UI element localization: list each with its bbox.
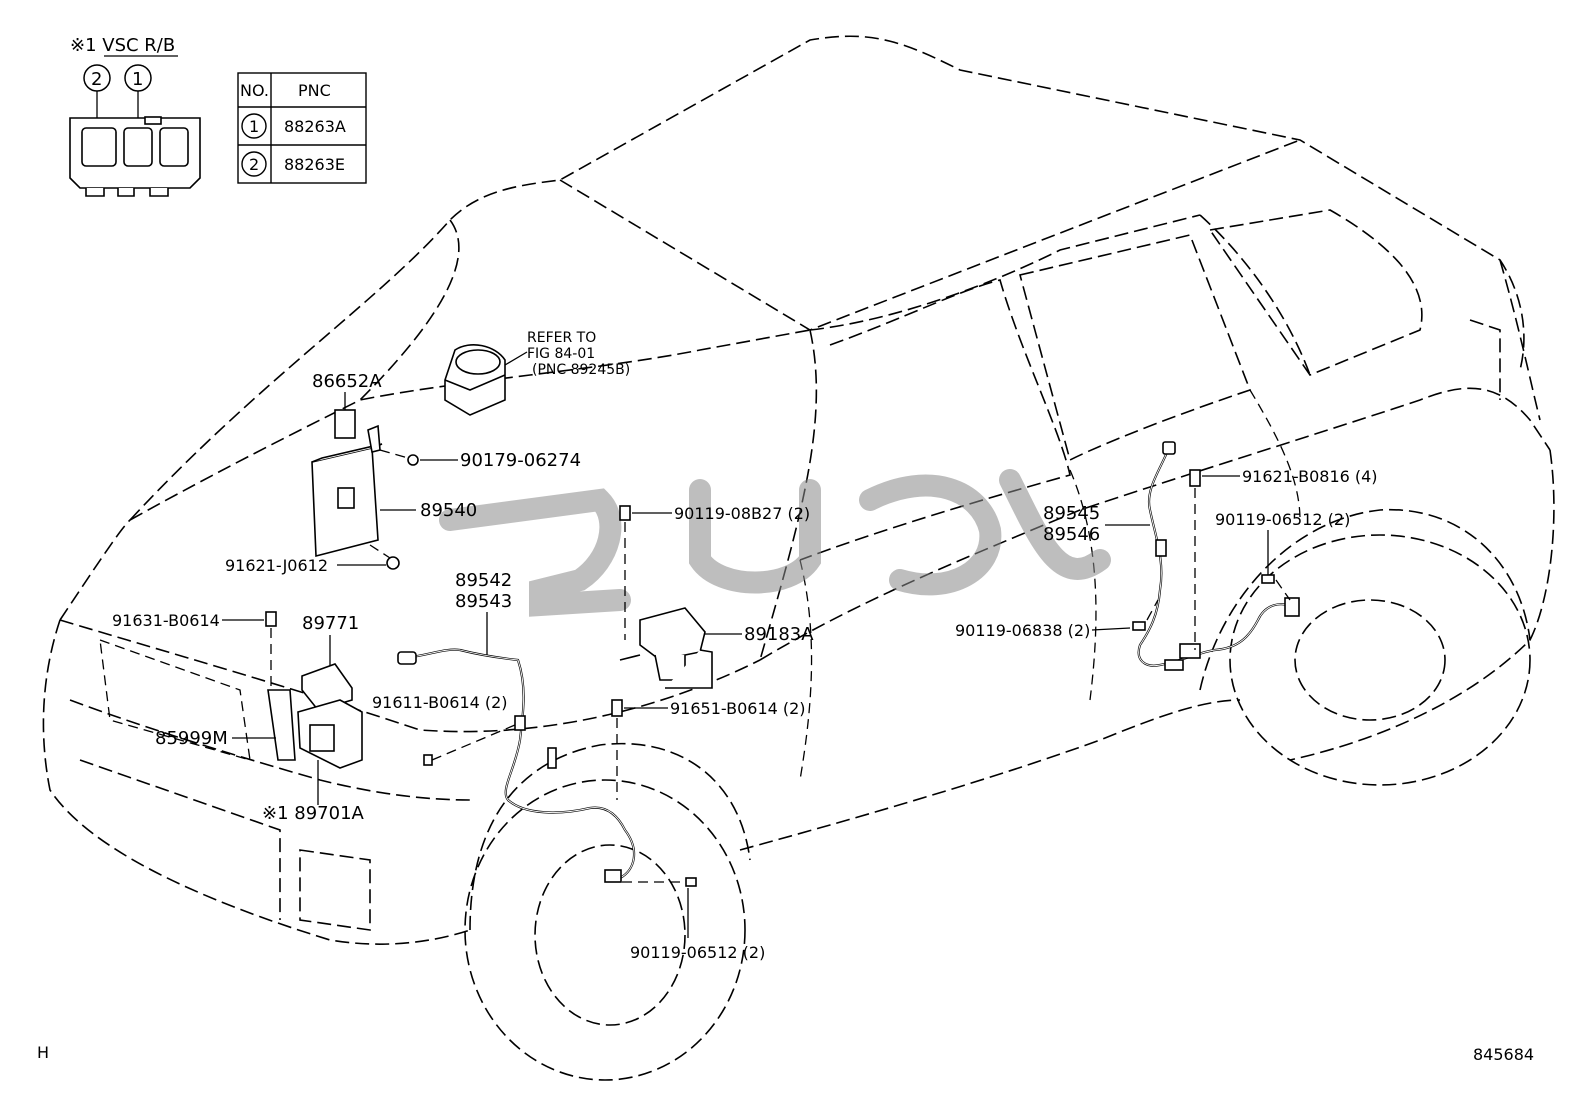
callout-91631-b0614: 91631-B0614 [112, 611, 220, 630]
callout-90179-06274: 90179-06274 [460, 450, 581, 471]
rear-sensor-harness: 89545 89546 91621-B0816 (4) 90119-06512 … [955, 441, 1378, 671]
relay-tab [144, 116, 162, 125]
callout-90119-08b27: 90119-08B27 (2) [674, 504, 810, 523]
table-row-2-no: 2 [249, 155, 259, 174]
bolt-91621-icon [386, 556, 400, 570]
callout-89542: 89542 [455, 570, 512, 591]
refer-line-2: FIG 84-01 [527, 346, 595, 362]
callout-86652a: 86652A [312, 371, 382, 392]
relay-socket-2 [81, 127, 117, 167]
table-row-1-pnc: 88263A [284, 117, 346, 136]
bolt-90119-06838-icon [1132, 621, 1146, 631]
vsc-relay-block-inset: ※1 VSC R/B 2 2 1 [69, 35, 201, 197]
bolt-91651-icon [611, 699, 623, 717]
marker-1-text: 1 [132, 69, 143, 90]
bolt-91611-icon [423, 754, 433, 766]
callout-91621-j0612: 91621-J0612 [225, 556, 328, 575]
callout-89545: 89545 [1043, 503, 1100, 524]
referenced-sensor-part: REFER TO FIG 84-01 (PNC 89245B) [444, 330, 630, 416]
refer-line-1: REFER TO [527, 330, 596, 346]
skid-control-ecu-group: 86652A 90179-06274 89540 91621-J0612 [225, 371, 581, 575]
figure-number: 845684 [1473, 1045, 1534, 1064]
nut-90179-icon [407, 454, 419, 466]
table-row-2-pnc: 88263E [284, 155, 345, 174]
callout-90119-06512-front: 90119-06512 (2) [630, 943, 765, 962]
refer-line-3: (PNC 89245B) [532, 362, 630, 378]
inset-title: ※1 VSC R/B [70, 35, 175, 56]
front-harness-connector [397, 651, 417, 665]
pnc-table: NO. PNC 1 88263A 2 88263E [237, 72, 367, 184]
callout-89546: 89546 [1043, 524, 1100, 545]
relay-socket-1 [123, 127, 153, 167]
relay-socket-3 [159, 127, 189, 167]
bolt-90119-front-icon [685, 877, 697, 887]
callout-91621-b0816: 91621-B0816 (4) [1242, 467, 1378, 486]
front-speed-sensor [604, 869, 622, 883]
table-header-pnc: PNC [298, 81, 331, 100]
callout-85999m: 85999M [155, 728, 228, 749]
callout-89540: 89540 [420, 500, 477, 521]
relay-block-feet [85, 188, 169, 197]
yaw-rate-sensor [639, 607, 706, 661]
marker-2-label: 2 [91, 69, 102, 90]
callout-90119-06838: 90119-06838 (2) [955, 621, 1090, 640]
relay-86652a [334, 409, 356, 439]
callout-89701a: ※1 89701A [262, 803, 365, 824]
callout-89771: 89771 [302, 613, 359, 634]
callout-89543: 89543 [455, 591, 512, 612]
callout-90119-06512-rear: 90119-06512 (2) [1215, 510, 1350, 529]
bolt-90119-rear-icon [1261, 574, 1275, 584]
callout-91611-b0614: 91611-B0614 (2) [372, 693, 508, 712]
table-header-no: NO. [240, 81, 269, 100]
footer-left-code: H [37, 1043, 49, 1062]
yaw-rate-sensor-group: 90119-08B27 (2) 89183A 91651-B0614 (2) [611, 504, 814, 800]
bolt-91631-icon [265, 611, 277, 627]
callout-91651-b0614: 91651-B0614 (2) [670, 699, 806, 718]
watermark-logo [439, 469, 1111, 617]
bracket-85999m [267, 689, 296, 761]
front-sensor-harness: 89542 89543 91611-B0614 (2) 90119-06512 … [372, 570, 765, 962]
bolt-91621-b0816-icon [1189, 469, 1201, 487]
bolt-90119-08b27-icon [619, 505, 631, 521]
rear-harness-connector [1162, 441, 1176, 455]
table-row-1-no: 1 [249, 117, 259, 136]
relay-block-cover-89771 [301, 663, 353, 711]
callout-89183a: 89183A [744, 624, 814, 645]
vehicle-outline [42, 35, 1555, 1081]
engine-room-relay-group: 91631-B0614 89771 85999M ※1 89701A [112, 611, 365, 824]
rear-speed-sensor [1284, 597, 1300, 617]
